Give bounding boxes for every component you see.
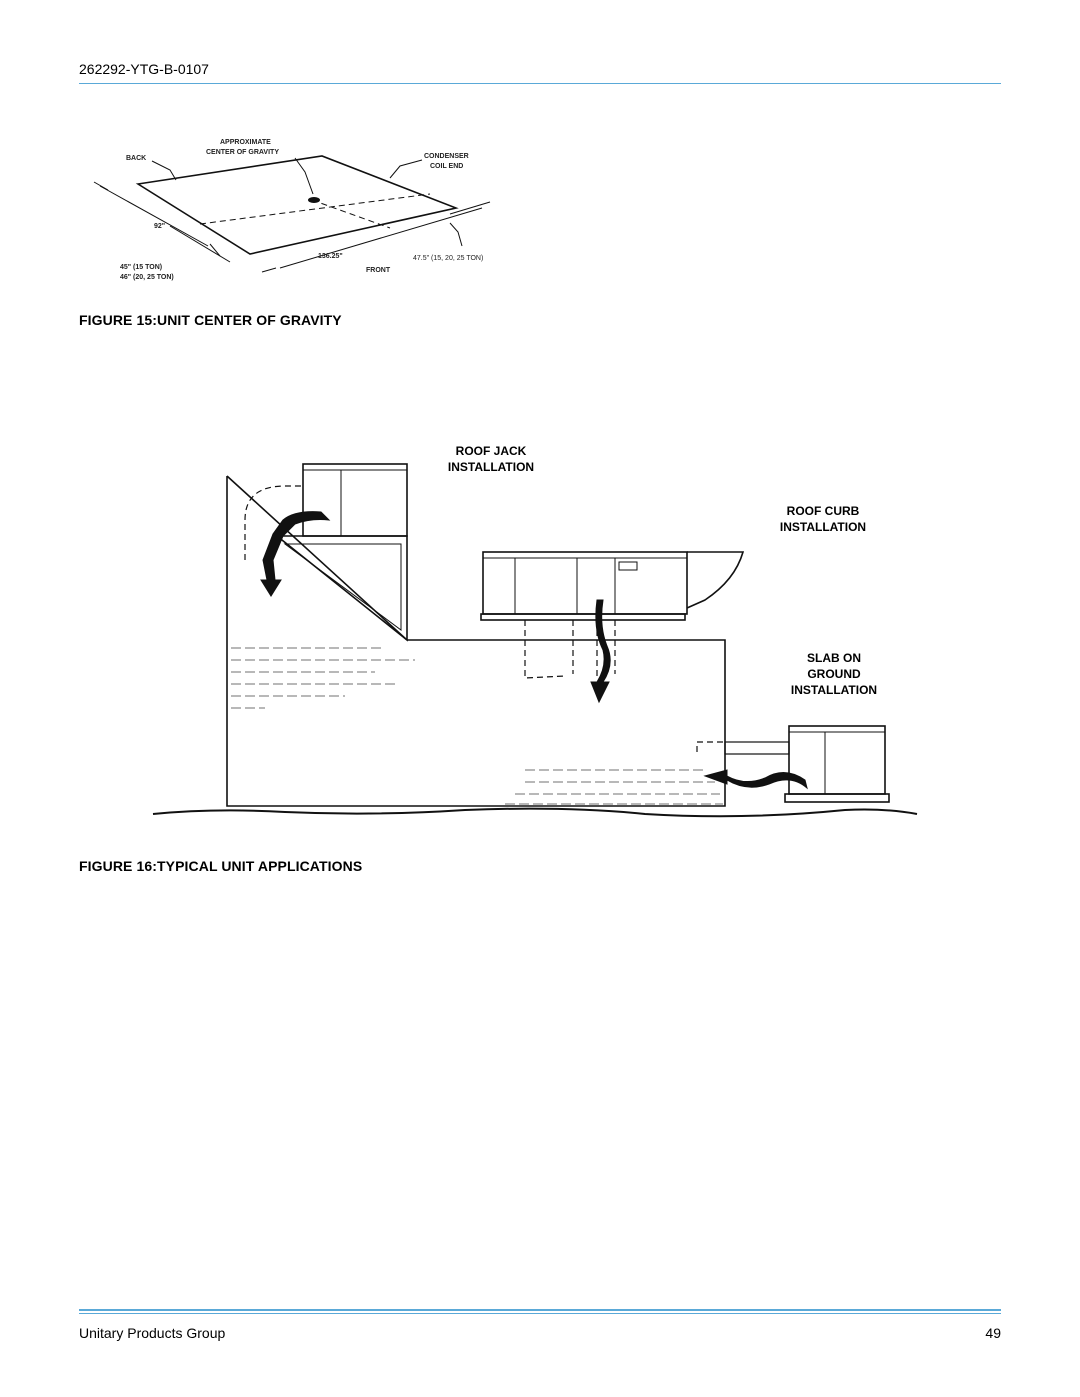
roof-jack-unit	[302, 463, 408, 537]
length-label: 136.25"	[318, 253, 343, 260]
width-dimension	[99, 185, 209, 247]
footer-rule	[79, 1309, 1001, 1311]
roof-curb-unit	[482, 551, 688, 615]
ground-line	[152, 807, 918, 818]
roof-jack-label-line1: ROOF JACK	[456, 444, 527, 458]
slab-airflow-arrow	[703, 769, 808, 790]
page-number: 49	[985, 1325, 1001, 1341]
front-label: FRONT	[366, 267, 391, 274]
roof-jack-label-line2: INSTALLATION	[448, 460, 534, 474]
back-leader	[151, 160, 177, 181]
width-label: 92"	[154, 223, 165, 230]
header-rule	[79, 83, 1001, 84]
roof-curb-duct	[524, 620, 574, 679]
cog-axis	[311, 199, 391, 229]
center-of-gravity-diagram: BACK APPROXIMATE CENTER OF GRAVITY CONDE…	[93, 139, 491, 281]
footer-rule-thin	[79, 1313, 1001, 1314]
document-number: 262292-YTG-B-0107	[79, 61, 209, 77]
dim-right-label: 47.5" (15, 20, 25 TON)	[413, 255, 483, 262]
slab-label-line1: SLAB ON	[807, 651, 861, 665]
condenser-label-line1: CONDENSER	[424, 153, 469, 160]
slab-duct	[724, 741, 790, 755]
roof-curb-label-line2: INSTALLATION	[780, 520, 866, 534]
roof-curb-hood	[686, 551, 745, 609]
figure-15-caption: FIGURE 15:UNIT CENTER OF GRAVITY	[79, 312, 342, 328]
cog-label-line2: CENTER OF GRAVITY	[206, 149, 279, 156]
roof-jack-brace	[226, 475, 408, 641]
roof-curb-airflow-arrow	[590, 599, 611, 704]
footer-company: Unitary Products Group	[79, 1325, 226, 1341]
brick-pattern	[231, 647, 723, 805]
center-axis	[199, 193, 431, 225]
building-outline	[226, 476, 726, 807]
right-leader	[449, 222, 463, 247]
condenser-label-line2: COIL END	[430, 163, 463, 170]
figure-16-caption: FIGURE 16:TYPICAL UNIT APPLICATIONS	[79, 858, 363, 874]
left-dimension	[169, 225, 231, 263]
roof-jack-bracket	[274, 535, 408, 642]
condenser-leader	[389, 159, 423, 179]
unit-outline	[135, 155, 459, 255]
roof-jack-duct	[244, 485, 303, 560]
dim-left-label-2: 46" (20, 25 TON)	[120, 274, 174, 281]
center-of-gravity-marker	[308, 197, 320, 203]
slab-label-line3: INSTALLATION	[791, 683, 877, 697]
typical-unit-applications-diagram: ROOF JACK INSTALLATION ROOF CURB INSTALL…	[152, 444, 918, 818]
roof-curb-label-line1: ROOF CURB	[787, 504, 860, 518]
slab-label-line2: GROUND	[807, 667, 861, 681]
cog-leader	[294, 157, 314, 195]
length-dimension	[279, 207, 483, 269]
cog-label-line1: APPROXIMATE	[220, 139, 271, 146]
back-label: BACK	[126, 155, 146, 162]
roof-jack-airflow-arrow	[260, 511, 331, 597]
dim-left-label-1: 45" (15 TON)	[120, 264, 162, 271]
